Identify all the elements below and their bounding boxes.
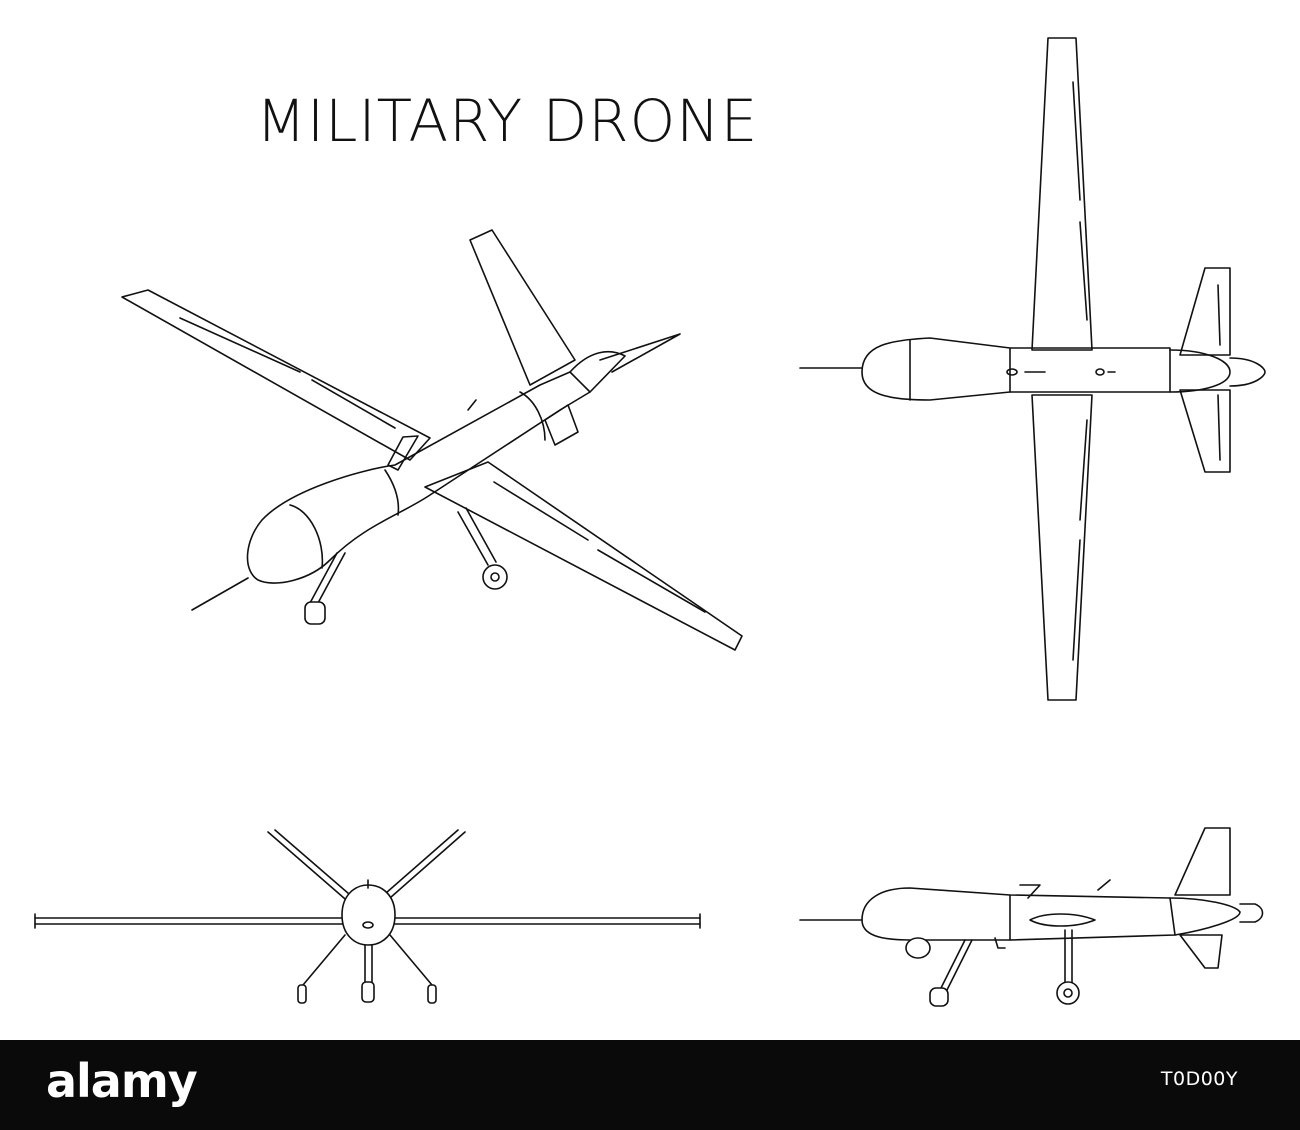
perspective-left-wing (121, 289, 431, 461)
perspective-landing-gear (304, 507, 508, 625)
drone-perspective-view (121, 229, 743, 651)
top-fuselage (861, 337, 1266, 401)
perspective-fuselage (246, 333, 681, 584)
top-wing (1031, 37, 1093, 701)
footer-bar: alamy T0D00Y (0, 1040, 1300, 1130)
drone-side-view (799, 827, 1264, 1007)
top-tail (1179, 267, 1231, 473)
side-fuselage (861, 879, 1264, 941)
drone-top-view (799, 37, 1266, 701)
drone-front-view (34, 829, 701, 1004)
perspective-nose-probe (191, 577, 249, 611)
front-landing-gear (297, 934, 437, 1004)
front-tail-vees (267, 829, 466, 906)
diagram-title: MILITARY DRONE (256, 87, 759, 155)
side-landing-gear (905, 929, 1080, 1007)
image-code: T0D00Y (1160, 1068, 1238, 1090)
front-fuselage (341, 879, 396, 946)
alamy-logo: alamy (46, 1054, 198, 1108)
side-tail (1174, 827, 1231, 969)
